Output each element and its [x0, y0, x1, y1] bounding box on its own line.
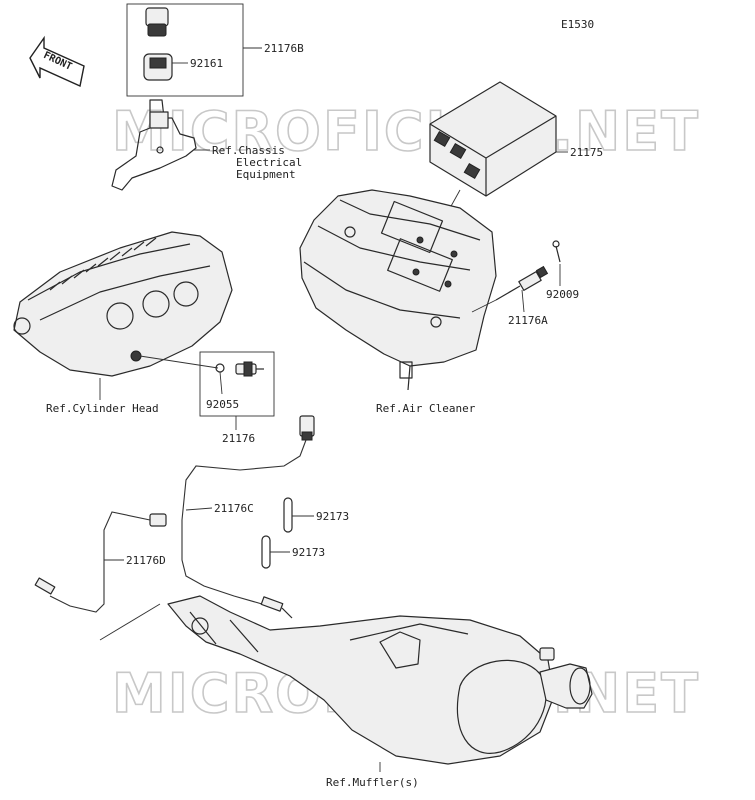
harness-21176c — [181, 415, 315, 619]
label-ref-air-cleaner: Ref.Air Cleaner — [376, 402, 476, 415]
label-ref-chassis-3: Equipment — [236, 168, 296, 181]
label-92173-b: 92173 — [292, 546, 325, 559]
sensor-21176a-part — [495, 240, 561, 301]
relay-part — [143, 7, 173, 81]
label-ref-chassis-2: Electrical — [236, 156, 302, 169]
ecu-part — [429, 81, 557, 197]
diagram-code: E1530 — [561, 18, 594, 31]
label-92161: 92161 — [190, 57, 223, 70]
front-arrow-icon: FRONT — [29, 35, 85, 87]
harness-21176d — [34, 511, 167, 613]
label-92173-a: 92173 — [316, 510, 349, 523]
label-ref-muffler: Ref.Muffler(s) — [326, 776, 419, 789]
air-cleaner-part — [299, 189, 497, 391]
label-21175: 21175 — [570, 146, 603, 159]
callout-box-21176 — [199, 351, 275, 417]
bracket-part — [111, 99, 197, 191]
clamp-92173-b — [261, 535, 271, 569]
label-ref-chassis-1: Ref.Chassis — [212, 144, 285, 157]
label-21176d: 21176D — [126, 554, 166, 567]
muffler-part — [167, 595, 593, 765]
cylinder-head-part — [13, 231, 233, 377]
label-21176b: 21176B — [264, 42, 304, 55]
label-92009: 92009 — [546, 288, 579, 301]
watermark-top: MICROFICHES.NET — [112, 100, 700, 163]
callout-box-21176b — [126, 3, 244, 97]
label-21176a: 21176A — [508, 314, 548, 327]
label-92055: 92055 — [206, 398, 239, 411]
clamp-92173-a — [283, 497, 293, 533]
temp-sensor-part — [215, 361, 264, 377]
label-21176: 21176 — [222, 432, 255, 445]
label-21176c: 21176C — [214, 502, 254, 515]
label-ref-cylinder-head: Ref.Cylinder Head — [46, 402, 159, 415]
